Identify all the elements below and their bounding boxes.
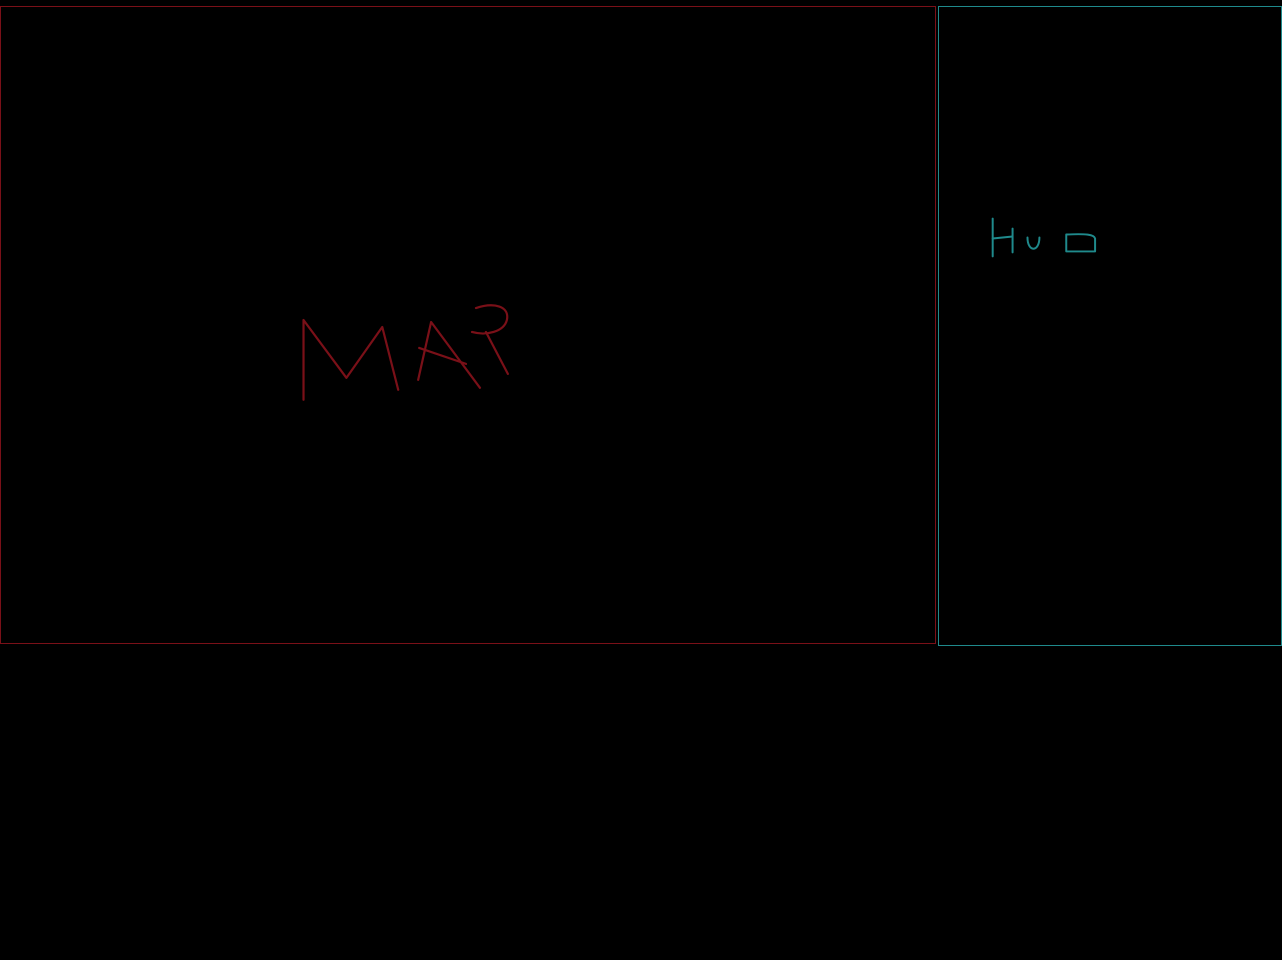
map-handwritten-label [302,304,509,401]
map-label-text: MAP [1,7,2,8]
hud-label-text: HUD [939,7,940,8]
hud-panel[interactable]: HUD [938,6,1282,646]
hud-handwritten-label [991,217,1097,258]
map-panel[interactable]: MAP [0,6,936,644]
